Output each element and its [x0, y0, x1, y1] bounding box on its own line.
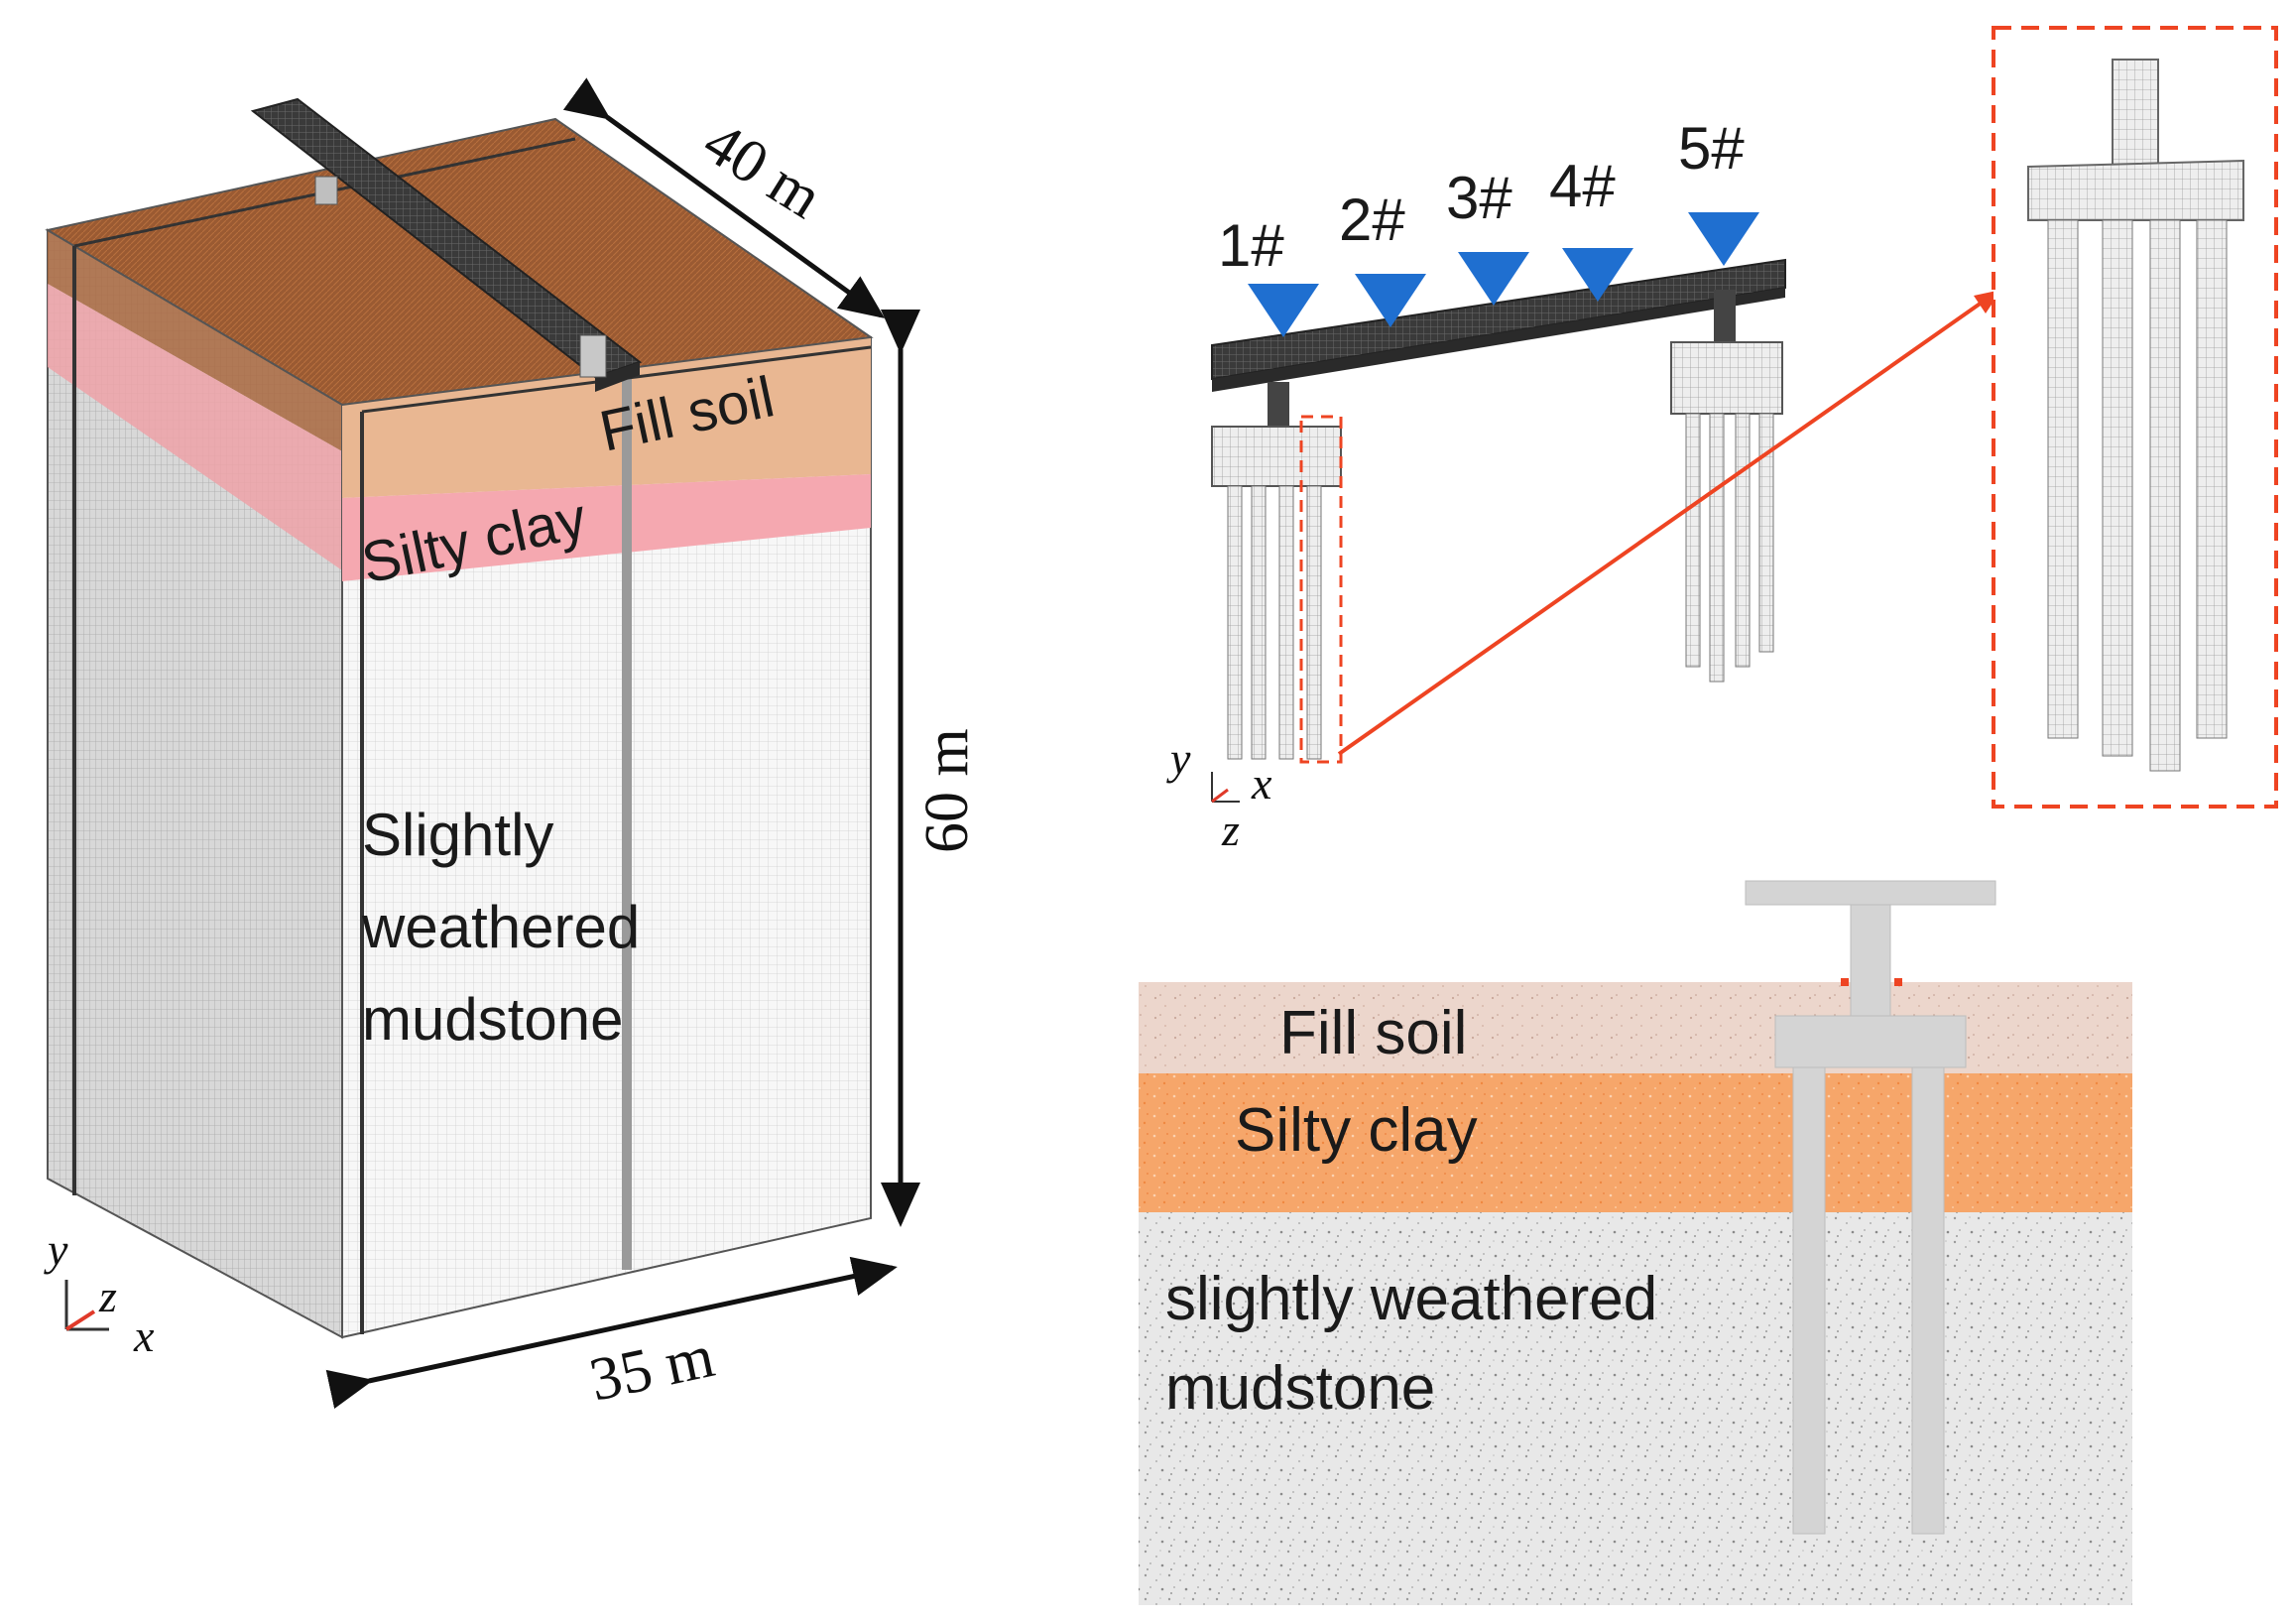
marker-label-1: 1#: [1218, 212, 1284, 279]
section-deck: [1745, 880, 1996, 906]
dim-label-height: 60 m: [913, 728, 981, 853]
soil-block-model: [45, 97, 874, 1339]
detail-pile-cap: [2027, 159, 2244, 221]
section-label-rock-line-2: mudstone: [1165, 1354, 1435, 1423]
section-label-fill-soil: Fill soil: [1279, 999, 1467, 1067]
load-markers: 1# 2# 3# 4# 5#: [1218, 115, 1759, 337]
marker-label-5: 5#: [1678, 115, 1745, 182]
section-pile-right: [1911, 1066, 1945, 1535]
marker-label-4: 4#: [1549, 153, 1616, 219]
marker-triangle-5: [1688, 212, 1759, 266]
section-pile-cap: [1774, 1015, 1967, 1068]
detail-pile-1: [2047, 219, 2079, 739]
bridge-model: [1211, 258, 1786, 764]
marker-label-2: 2#: [1339, 187, 1405, 253]
detail-pile-4: [2196, 219, 2228, 739]
block-label-rock-line-3: mudstone: [362, 986, 624, 1053]
section-pile-left: [1792, 1066, 1826, 1535]
zoom-callout-arrow: [1337, 296, 1991, 756]
marker-label-3: 3#: [1446, 165, 1512, 231]
block-front-fill-band: [342, 337, 871, 498]
block-left-clay-band: [48, 284, 342, 570]
block-left-fill-band: [48, 230, 342, 451]
block-front-clay-band: [342, 474, 871, 581]
detail-column: [2112, 59, 2159, 168]
block-axis-x: x: [133, 1310, 155, 1361]
section-label-silty-clay: Silty clay: [1235, 1096, 1478, 1165]
left-pile-highlight: [1299, 415, 1343, 764]
dim-label-depth: 40 m: [692, 108, 834, 231]
block-label-rock-line-1: Slightly: [362, 802, 553, 868]
detail-pile-3: [2149, 219, 2181, 772]
bridge-axis-y: y: [1166, 733, 1191, 784]
section-label-rock: slightly weathered mudstone: [1165, 1265, 1675, 1423]
block-axis-z: z: [98, 1271, 117, 1321]
bridge-axis-triad: y x z: [1166, 733, 1272, 855]
section-fill-layer: [1139, 982, 2132, 1073]
section-label-rock-line-1: slightly weathered: [1165, 1265, 1657, 1333]
dim-arrow-width: [325, 1256, 898, 1409]
block-label-rock-line-2: weathered: [361, 894, 640, 960]
block-axis-y: y: [44, 1224, 68, 1275]
marker-triangle-2: [1355, 274, 1426, 327]
left-pile-cap: [1211, 426, 1342, 487]
pile-detail-inset: [1992, 26, 2278, 809]
section-rock-layer: [1139, 1212, 2132, 1605]
dim-label-width: 35 m: [584, 1322, 720, 1415]
bridge-axis-z: z: [1221, 805, 1240, 855]
right-pile-cap: [1670, 341, 1783, 415]
marker-triangle-3: [1458, 252, 1529, 306]
section-clay-layer: [1139, 1073, 2132, 1212]
block-label-rock: Slightly weathered mudstone: [361, 802, 657, 1053]
block-axis-triad: y z x: [44, 1224, 155, 1361]
marker-triangle-1: [1248, 284, 1319, 337]
dim-arrow-depth: [562, 77, 886, 318]
detail-pile-2: [2102, 219, 2133, 757]
section-column: [1850, 904, 1891, 1017]
marker-triangle-4: [1562, 248, 1633, 302]
cross-section: [1139, 880, 2132, 1605]
bridge-axis-x: x: [1251, 758, 1272, 809]
